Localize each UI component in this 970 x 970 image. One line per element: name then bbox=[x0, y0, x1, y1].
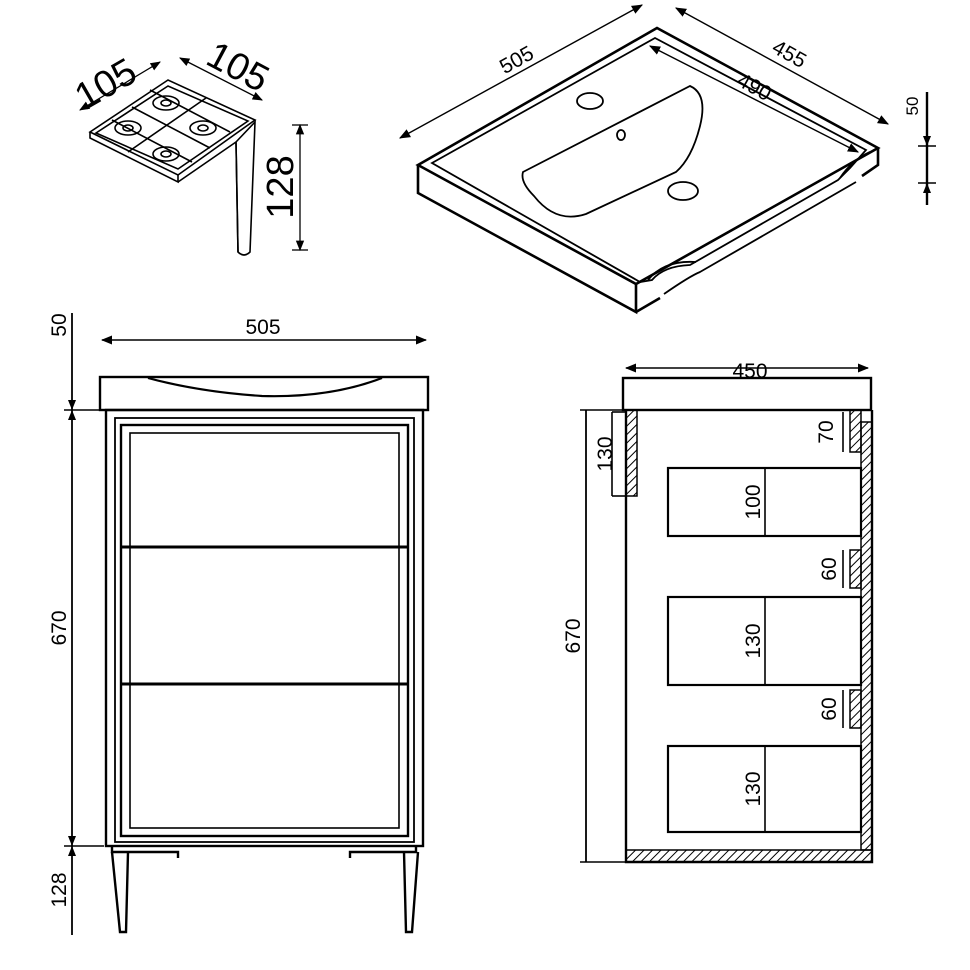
basin-inner-width-label: 490 bbox=[733, 69, 775, 106]
section-gap-1-label: 60 bbox=[818, 557, 841, 580]
section-view: 450 670 130 70 100 60 130 60 130 bbox=[562, 360, 874, 864]
section-drawer-1-label: 100 bbox=[742, 484, 765, 519]
front-body-height-label: 670 bbox=[48, 610, 71, 645]
section-gap-2-label: 60 bbox=[818, 697, 841, 720]
leg-detail: 105 105 128 bbox=[68, 34, 308, 256]
basin-isometric: 505 455 490 50 bbox=[399, 4, 936, 315]
basin-inner-width-dimension-line bbox=[649, 45, 859, 153]
section-height-label: 670 bbox=[562, 618, 585, 653]
basin-width-dimension-line bbox=[399, 4, 643, 139]
section-drawer-2-label: 130 bbox=[742, 623, 765, 658]
front-view: 505 50 670 128 bbox=[48, 313, 430, 935]
front-top-thickness-label: 50 bbox=[48, 313, 71, 336]
section-top-rail-label: 130 bbox=[594, 436, 617, 471]
section-depth-label: 450 bbox=[732, 360, 767, 383]
leg-width-a-dimension-line bbox=[79, 61, 161, 111]
leg-width-b-label: 105 bbox=[200, 34, 276, 101]
leg-width-b-dimension-line bbox=[179, 57, 263, 101]
front-width-label: 505 bbox=[245, 316, 280, 339]
basin-depth-label: 455 bbox=[768, 36, 810, 73]
section-top-gap-label: 70 bbox=[815, 420, 838, 443]
section-drawer-3-label: 130 bbox=[742, 771, 765, 806]
basin-thickness-label: 50 bbox=[903, 97, 922, 116]
leg-height-label: 128 bbox=[260, 155, 302, 218]
basin-width-label: 505 bbox=[496, 42, 538, 79]
front-leg-height-label: 128 bbox=[48, 872, 71, 907]
